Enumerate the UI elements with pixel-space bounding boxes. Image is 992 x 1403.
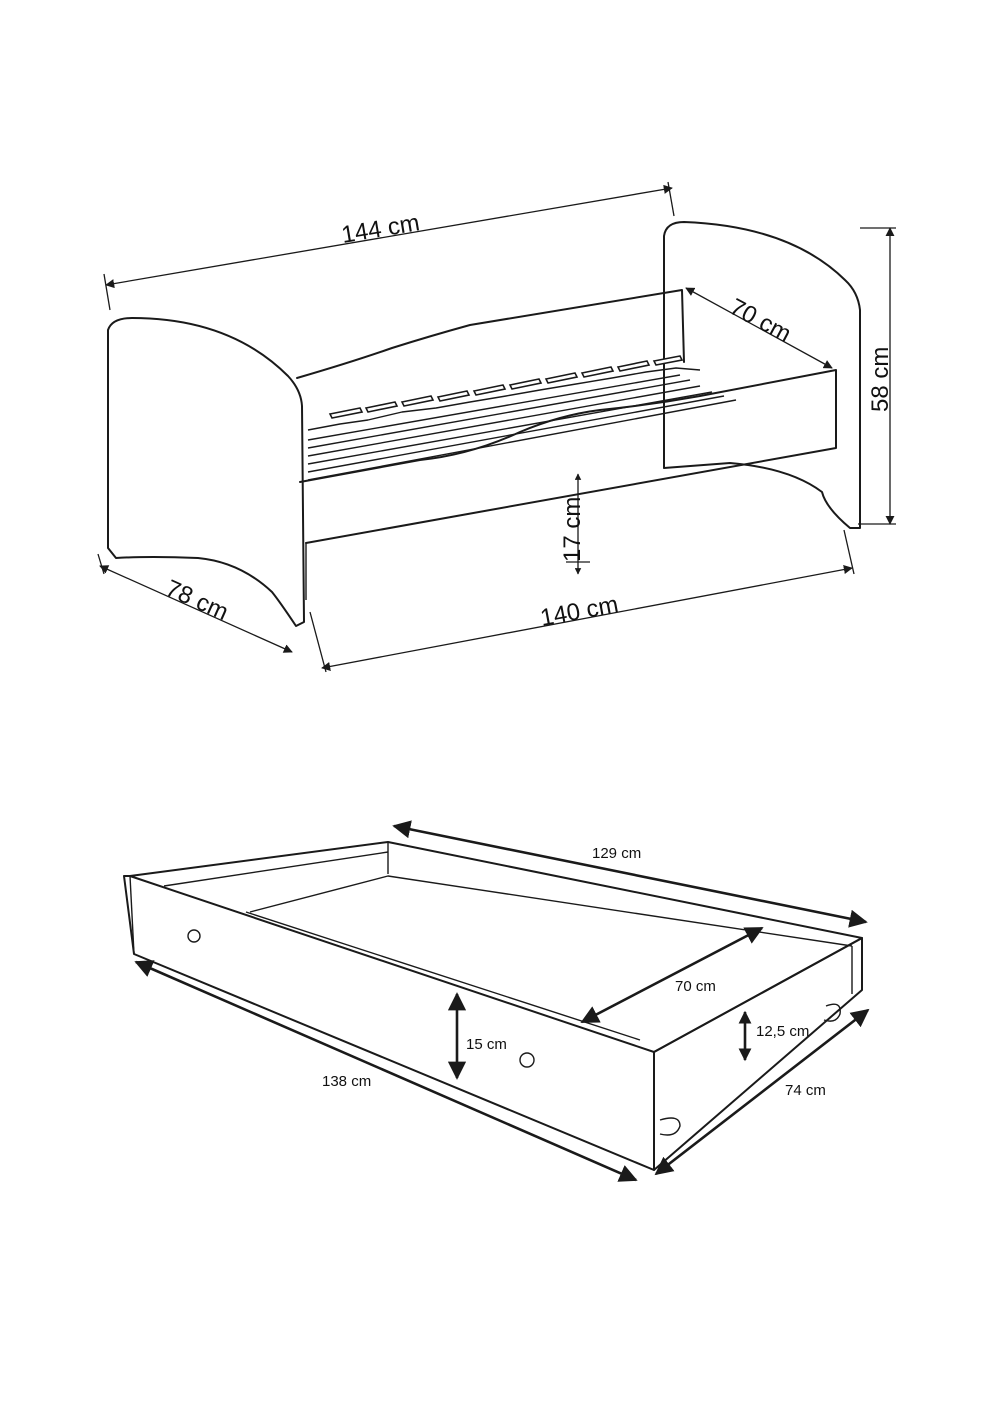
- dim-line-74: [654, 1008, 870, 1176]
- drawer-front-panel: [123, 875, 655, 1171]
- bed-front-rail: [299, 369, 837, 544]
- drawer-wheel-back: [823, 1003, 841, 1022]
- dim-line-138: [134, 960, 638, 1182]
- label-17cm: 17 cm: [559, 497, 586, 562]
- drawer-top-rim: [129, 841, 863, 1053]
- label-129cm: 129 cm: [592, 845, 641, 862]
- label-74cm: 74 cm: [785, 1082, 826, 1099]
- bed-slats: [307, 355, 737, 481]
- dim-line-78: [99, 565, 293, 653]
- label-70cm-drawer: 70 cm: [675, 978, 716, 995]
- label-144cm: 144 cm: [340, 209, 422, 249]
- bed-back-rail: [296, 289, 685, 379]
- bed-drawing: [107, 221, 861, 627]
- label-58cm: 58 cm: [867, 347, 894, 412]
- dim-line-140: [321, 565, 853, 671]
- dim-line-144: [105, 184, 673, 289]
- bed-left-headboard: [107, 317, 305, 627]
- label-138cm: 138 cm: [322, 1073, 371, 1090]
- label-70cm-bed: 70 cm: [725, 293, 795, 348]
- label-15cm: 15 cm: [466, 1036, 507, 1053]
- drawer-handle-right: [519, 1052, 535, 1068]
- drawer-right-panel: [653, 937, 863, 1171]
- drawer-dimensions: [134, 820, 870, 1182]
- bed-right-headboard: [663, 221, 861, 529]
- label-78cm: 78 cm: [162, 575, 233, 626]
- label-140cm: 140 cm: [538, 591, 620, 632]
- label-12-5cm: 12,5 cm: [756, 1023, 809, 1040]
- drawer-handle-left: [187, 929, 201, 943]
- drawer-wheel-front: [659, 1117, 681, 1136]
- dim-line-70: [685, 287, 833, 369]
- bed-dimensions: [97, 181, 896, 673]
- dim-line-129: [392, 820, 868, 928]
